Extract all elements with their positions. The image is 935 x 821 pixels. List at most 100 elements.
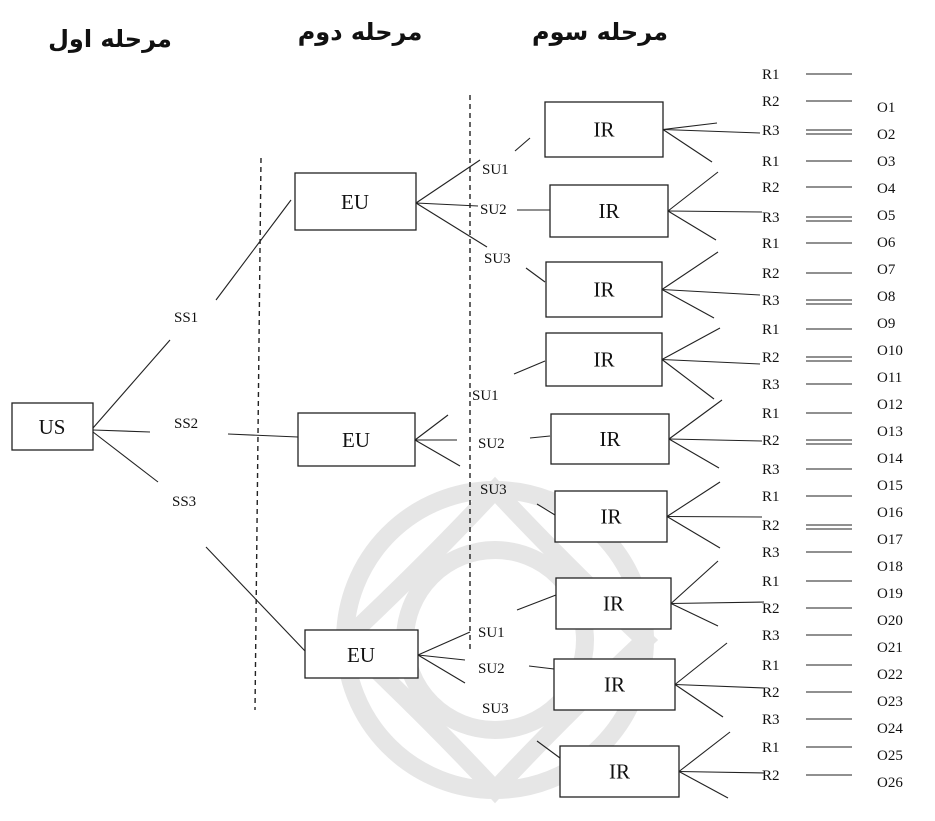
o-label: O15 <box>877 478 903 494</box>
ir-fan-line <box>678 771 729 799</box>
ir-node: IR <box>544 101 761 163</box>
ir-fan-line <box>661 358 761 365</box>
ir-label: IR <box>594 118 615 142</box>
ir-fan-line <box>668 438 720 469</box>
o-label: O17 <box>877 532 903 548</box>
ir-node: IR <box>550 399 763 469</box>
stage-title-first: مرحله اول <box>48 25 172 53</box>
ir-fan-line <box>668 399 723 440</box>
r-label: R1 <box>762 740 780 756</box>
su-ir-connector <box>528 665 555 670</box>
ir-fan-line <box>666 516 721 549</box>
o-label: O8 <box>877 289 895 305</box>
ir-fan-line <box>662 129 713 163</box>
eu-label: EU <box>341 190 369 214</box>
r-label: R3 <box>762 123 780 139</box>
r-label: R3 <box>762 462 780 478</box>
o-label: O7 <box>877 262 896 278</box>
su-ir-connector <box>514 137 531 152</box>
ir-fan-line <box>667 171 719 212</box>
su-ir-connector <box>513 360 546 375</box>
r-label: R1 <box>762 322 780 338</box>
o-label: O4 <box>877 181 896 197</box>
r-label: R3 <box>762 210 780 226</box>
o-label: O18 <box>877 559 903 575</box>
ir-label: IR <box>594 348 615 372</box>
o-label: O10 <box>877 343 903 359</box>
o-label: O2 <box>877 127 895 143</box>
ir-fan-line <box>661 251 719 290</box>
fan-eu3-su2 <box>417 654 466 661</box>
su-label-4: SU1 <box>472 388 499 404</box>
r-label: R2 <box>762 601 780 617</box>
r-label: R1 <box>762 154 780 170</box>
r-label: R2 <box>762 266 780 282</box>
branch-ss2 <box>92 429 151 433</box>
eu-label: EU <box>342 428 370 452</box>
r-label: R1 <box>762 236 780 252</box>
root-node-label: US <box>39 415 66 439</box>
ir-fan-line <box>661 327 721 360</box>
o-label: O21 <box>877 640 903 656</box>
r-layer: R1R2R3R1R2R3R1R2R3R1R2R3R1R2R3R1R2R3R1R2… <box>762 67 852 784</box>
connector-ss1-eu <box>215 199 292 301</box>
ir-fan-line <box>667 210 717 241</box>
root-node-box <box>11 402 94 451</box>
stage-title-third: مرحله سوم <box>532 18 668 46</box>
r-label: R2 <box>762 518 780 534</box>
ir-fan-line <box>674 684 724 718</box>
ir-fan-line <box>661 289 715 319</box>
ir-fan-line <box>670 603 719 627</box>
r-label: R2 <box>762 768 780 784</box>
o-label: O20 <box>877 613 903 629</box>
r-label: R3 <box>762 545 780 561</box>
ir-fan-line <box>668 438 763 442</box>
su-ir-connector <box>516 594 557 611</box>
r-label: R3 <box>762 293 780 309</box>
r-label: R3 <box>762 628 780 644</box>
ir-label: IR <box>600 427 621 451</box>
su-ir-connector <box>536 740 561 759</box>
su-label-2: SU2 <box>480 202 507 218</box>
ir-fan-line <box>661 359 715 400</box>
ss3-label: SS3 <box>172 494 196 510</box>
ir-label: IR <box>599 199 620 223</box>
ir-fan-line <box>674 683 765 689</box>
fan-eu2-su3 <box>414 439 461 467</box>
r-label: R1 <box>762 489 780 505</box>
ir-label: IR <box>609 760 630 784</box>
o-label: O14 <box>877 451 903 467</box>
eu-label: EU <box>347 643 375 667</box>
o-label: O6 <box>877 235 896 251</box>
branch-ss3 <box>92 431 159 483</box>
r-label: R1 <box>762 406 780 422</box>
ir-fan-line <box>678 731 731 772</box>
fan-eu1-su1 <box>415 159 481 204</box>
r-label: R2 <box>762 180 780 196</box>
o-layer: O1O2O3O4O5O6O7O8O9O10O11O12O13O14O15O16O… <box>877 100 903 791</box>
fan-eu1-su2 <box>415 202 479 207</box>
o-label: O11 <box>877 370 902 386</box>
fan-eu3-su1 <box>417 631 471 656</box>
su-ir-connector <box>529 435 551 439</box>
branch-ss1 <box>92 339 171 429</box>
ir-fan-line <box>674 642 728 685</box>
ir-fan-line <box>666 481 721 517</box>
r-label: R2 <box>762 685 780 701</box>
connector-ss3-eu <box>205 546 306 652</box>
ir-label: IR <box>601 505 622 529</box>
separator-stage-1-2 <box>254 157 262 711</box>
ir-node: IR <box>555 560 765 630</box>
ir-fan-line <box>662 128 761 134</box>
o-label: O5 <box>877 208 895 224</box>
ir-node: IR <box>553 642 765 718</box>
su-label-8: SU2 <box>478 661 505 677</box>
o-label: O1 <box>877 100 895 116</box>
o-label: O19 <box>877 586 903 602</box>
ir-node: IR <box>554 481 763 549</box>
o-label: O25 <box>877 748 903 764</box>
su-label-6: SU3 <box>480 482 507 498</box>
ss1-label: SS1 <box>174 310 198 326</box>
